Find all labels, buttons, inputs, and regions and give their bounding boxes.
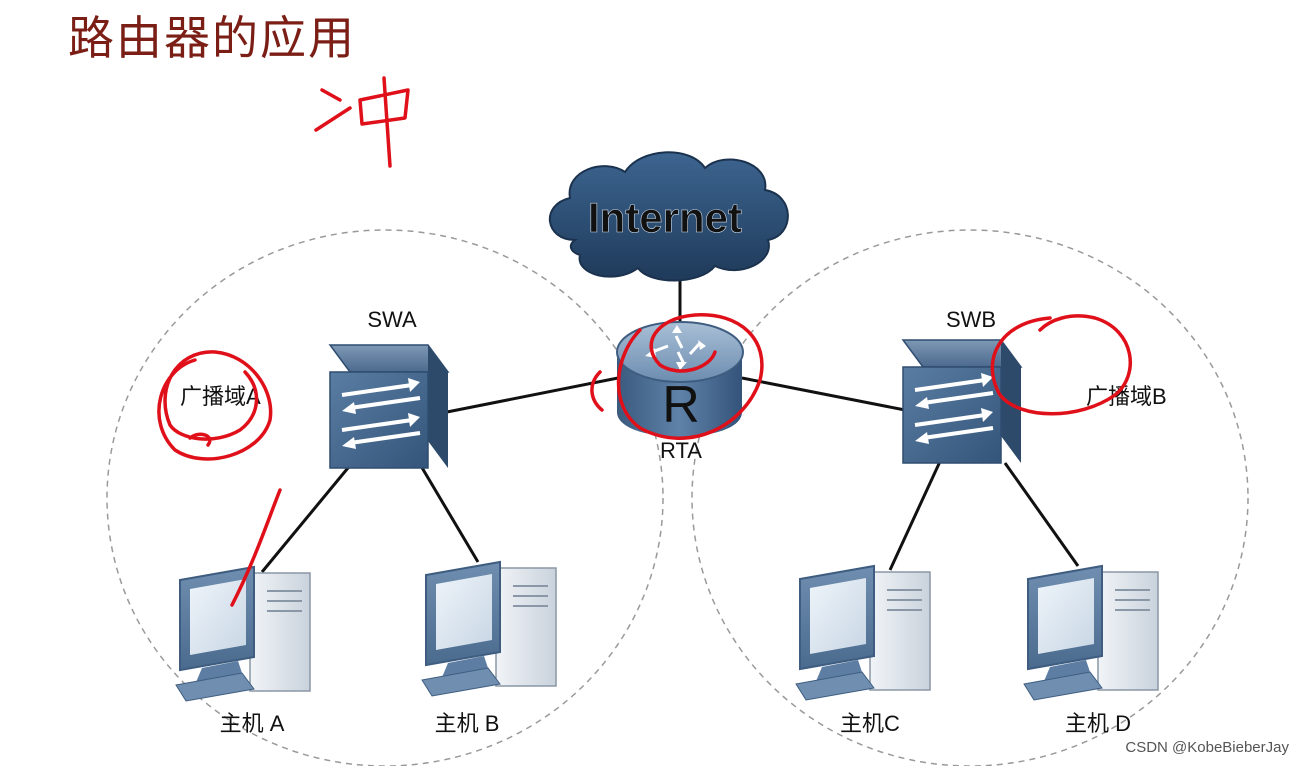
router-rta-label: RTA: [660, 438, 702, 463]
broadcast-domain-a-label: 广播域A: [180, 384, 261, 409]
switch-swb-label: SWB: [946, 307, 996, 332]
switch-swa-icon: [328, 344, 450, 469]
host-a-computer-icon: [175, 565, 311, 702]
switch-swb-icon: [901, 339, 1023, 464]
handwritten-chinese-annotation: 冲: [0, 0, 1, 1]
host-a-label: 主机 A: [220, 711, 285, 736]
router-rta-icon: R: [616, 321, 744, 437]
broadcast-domain-b-boundary: [691, 229, 1249, 766]
host-b-computer-icon: [421, 560, 557, 697]
broadcast-domain-a-boundary: [106, 229, 664, 766]
switch-swa-label: SWA: [367, 307, 417, 332]
internet-label: Internet: [588, 194, 742, 241]
watermark: CSDN @KobeBieberJay: [1125, 739, 1289, 756]
host-d-label: 主机 D: [1065, 711, 1131, 736]
page-title: 路由器的应用: [68, 11, 356, 65]
handwritten-annotations: [157, 76, 1132, 607]
host-c-computer-icon: [795, 564, 931, 701]
internet-cloud-icon: Internet: [549, 151, 789, 282]
host-c-label: 主机C: [840, 711, 900, 736]
host-d-computer-icon: [1023, 564, 1159, 701]
network-links: [260, 260, 1080, 573]
router-glyph: R: [662, 376, 700, 434]
host-b-label: 主机 B: [435, 711, 500, 736]
